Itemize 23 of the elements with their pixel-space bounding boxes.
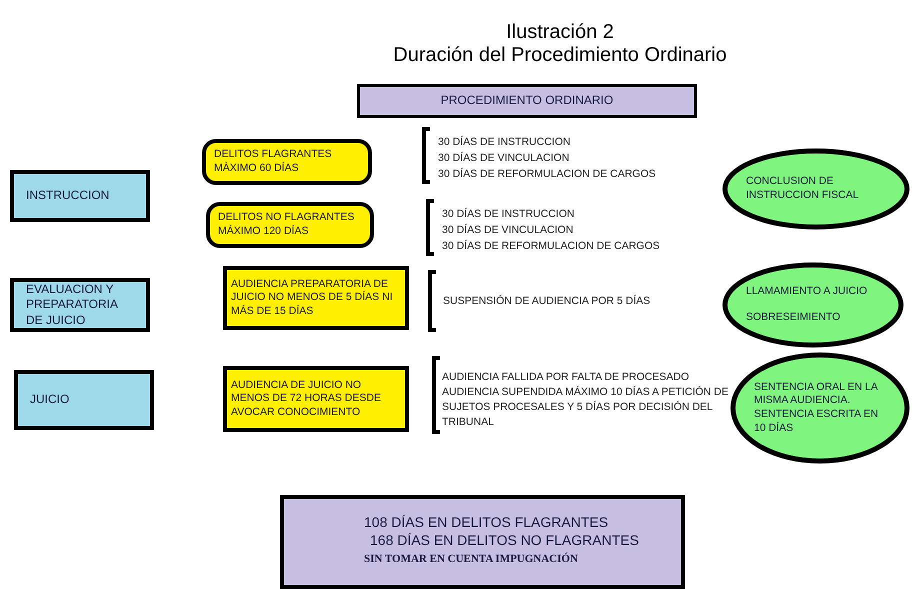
stage-box: JUICIO bbox=[14, 370, 154, 430]
duration-note: 30 DÍAS DE VINCULACION bbox=[438, 151, 570, 166]
duration-note: 30 DÍAS DE VINCULACION bbox=[442, 223, 574, 238]
hearing-box: AUDIENCIA DE JUICIO NO MENOS DE 72 HORAS DESDE AVOCAR CONOCIMIENTO bbox=[223, 366, 409, 432]
hearing-box: AUDIENCIA PREPARATORIA DE JUICIO NO MENOS DE 5 DÍAS NI MÁS DE 15 DÍAS bbox=[223, 266, 409, 330]
summary-box: 108 DÍAS EN DELITOS FLAGRANTES 168 DÍAS EN DELITOS NO FLAGRANTES SIN TOMAR EN CUENTA IMPUGNACIÓN bbox=[280, 495, 685, 589]
duration-note: AUDIENCIA FALLIDA POR FALTA DE PROCESADO bbox=[442, 370, 690, 385]
duration-note: 30 DÍAS DE REFORMULACION DE CARGOS bbox=[442, 239, 660, 254]
header-box: PROCEDIMIENTO ORDINARIO bbox=[357, 84, 697, 118]
stage-box: EVALUACION Y PREPARATORIA DE JUICIO bbox=[10, 278, 150, 332]
duration-note: 30 DÍAS DE REFORMULACION DE CARGOS bbox=[438, 167, 656, 182]
duration-note: SUSPENSIÓN DE AUDIENCIA POR 5 DÍAS bbox=[443, 294, 650, 309]
outcome-ellipse: CONCLUSION DE INSTRUCCION FISCAL bbox=[722, 148, 910, 230]
duration-note: AUDIENCIA SUPENDIDA MÁXIMO 10 DÍAS A PETICIÓN DE SUJETOS PROCESALES Y 5 DÍAS POR DECISIÓN DEL TRIBUNAL bbox=[442, 385, 730, 430]
duration-note: 30 DÍAS DE INSTRUCCION bbox=[438, 135, 570, 150]
duration-box: DELITOS FLAGRANTES MÀXIMO 60 DÍAS bbox=[202, 139, 372, 185]
title: Duración del Procedimiento Ordinario bbox=[392, 44, 728, 67]
outcome-ellipse: SENTENCIA ORAL EN LA MISMA AUDIENCIA. SENTENCIA ESCRITA EN 10 DÍAS bbox=[730, 352, 910, 464]
stage-box: INSTRUCCION bbox=[10, 170, 150, 222]
duration-box: DELITOS NO FLAGRANTES MÁXIMO 120 DÍAS bbox=[206, 202, 374, 248]
figure-number: Ilustración 2 bbox=[505, 20, 615, 45]
outcome-ellipse: LLAMAMIENTO A JUICIO SOBRESEIMIENTO bbox=[722, 262, 904, 348]
duration-note: 30 DÍAS DE INSTRUCCION bbox=[442, 207, 574, 222]
